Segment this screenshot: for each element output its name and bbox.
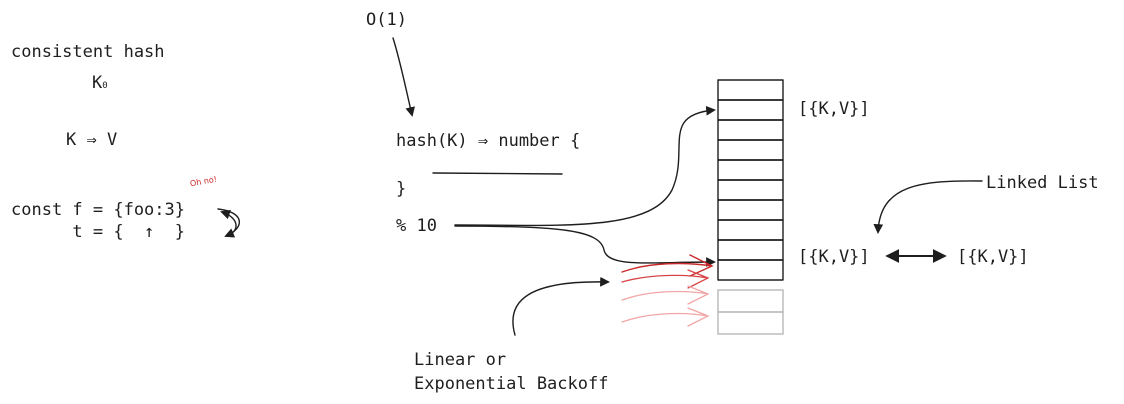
backoff-label-line2: Exponential Backoff xyxy=(414,374,609,394)
bucket-6 xyxy=(717,179,784,201)
bucket-8 xyxy=(717,219,784,241)
hash-function-line: hash(K) ⇒ number { xyxy=(396,131,581,151)
backoff-arrow xyxy=(512,276,610,336)
modulo-line: % 10 xyxy=(396,216,437,236)
reference-loop-back xyxy=(220,209,237,237)
bucket-7 xyxy=(717,199,784,221)
k-subscript: 0 xyxy=(102,81,108,91)
probe-arrow-4 xyxy=(621,307,710,327)
probe-arrow-3 xyxy=(621,285,710,305)
hash-table xyxy=(717,79,784,335)
bucket-faded-1 xyxy=(717,289,784,313)
complexity-arrow xyxy=(392,37,415,117)
bucket-3 xyxy=(717,119,784,141)
bucket-4 xyxy=(717,139,784,161)
bucket-2 xyxy=(717,99,784,121)
key-value-mapping: K ⇒ V xyxy=(66,130,118,150)
code-underline xyxy=(432,172,563,175)
k-symbol: K xyxy=(92,73,103,93)
bucket-1 xyxy=(717,79,784,101)
bucket-faded-2 xyxy=(717,311,784,335)
probe-arrow-2 xyxy=(621,269,710,289)
mod-to-bucket-arrow xyxy=(454,105,716,227)
linked-list-label: Linked List xyxy=(986,173,1099,193)
bucket-5 xyxy=(717,159,784,181)
consistent-hash-title: consistent hash xyxy=(11,42,165,62)
t-line: t = { ↑ } xyxy=(11,222,185,242)
bucket-top-entry: [{K,V}] xyxy=(798,99,870,119)
complexity-label: O(1) xyxy=(366,10,407,30)
bucket-9 xyxy=(717,239,784,261)
probe-arrows xyxy=(621,254,714,327)
k0-label: K0 xyxy=(92,75,108,92)
const-f-line: const f = {foo:3} xyxy=(11,200,185,220)
mod-to-collision-arrow xyxy=(454,225,716,267)
bucket-chain-entry: [{K,V}] xyxy=(957,247,1029,267)
probe-arrow-1 xyxy=(621,254,714,277)
backoff-label-line1: Linear or xyxy=(414,350,507,370)
linked-list-arrow xyxy=(873,180,983,234)
close-brace: } xyxy=(396,179,407,199)
bucket-mid-entry: [{K,V}] xyxy=(798,247,870,267)
bucket-10 xyxy=(717,259,784,281)
